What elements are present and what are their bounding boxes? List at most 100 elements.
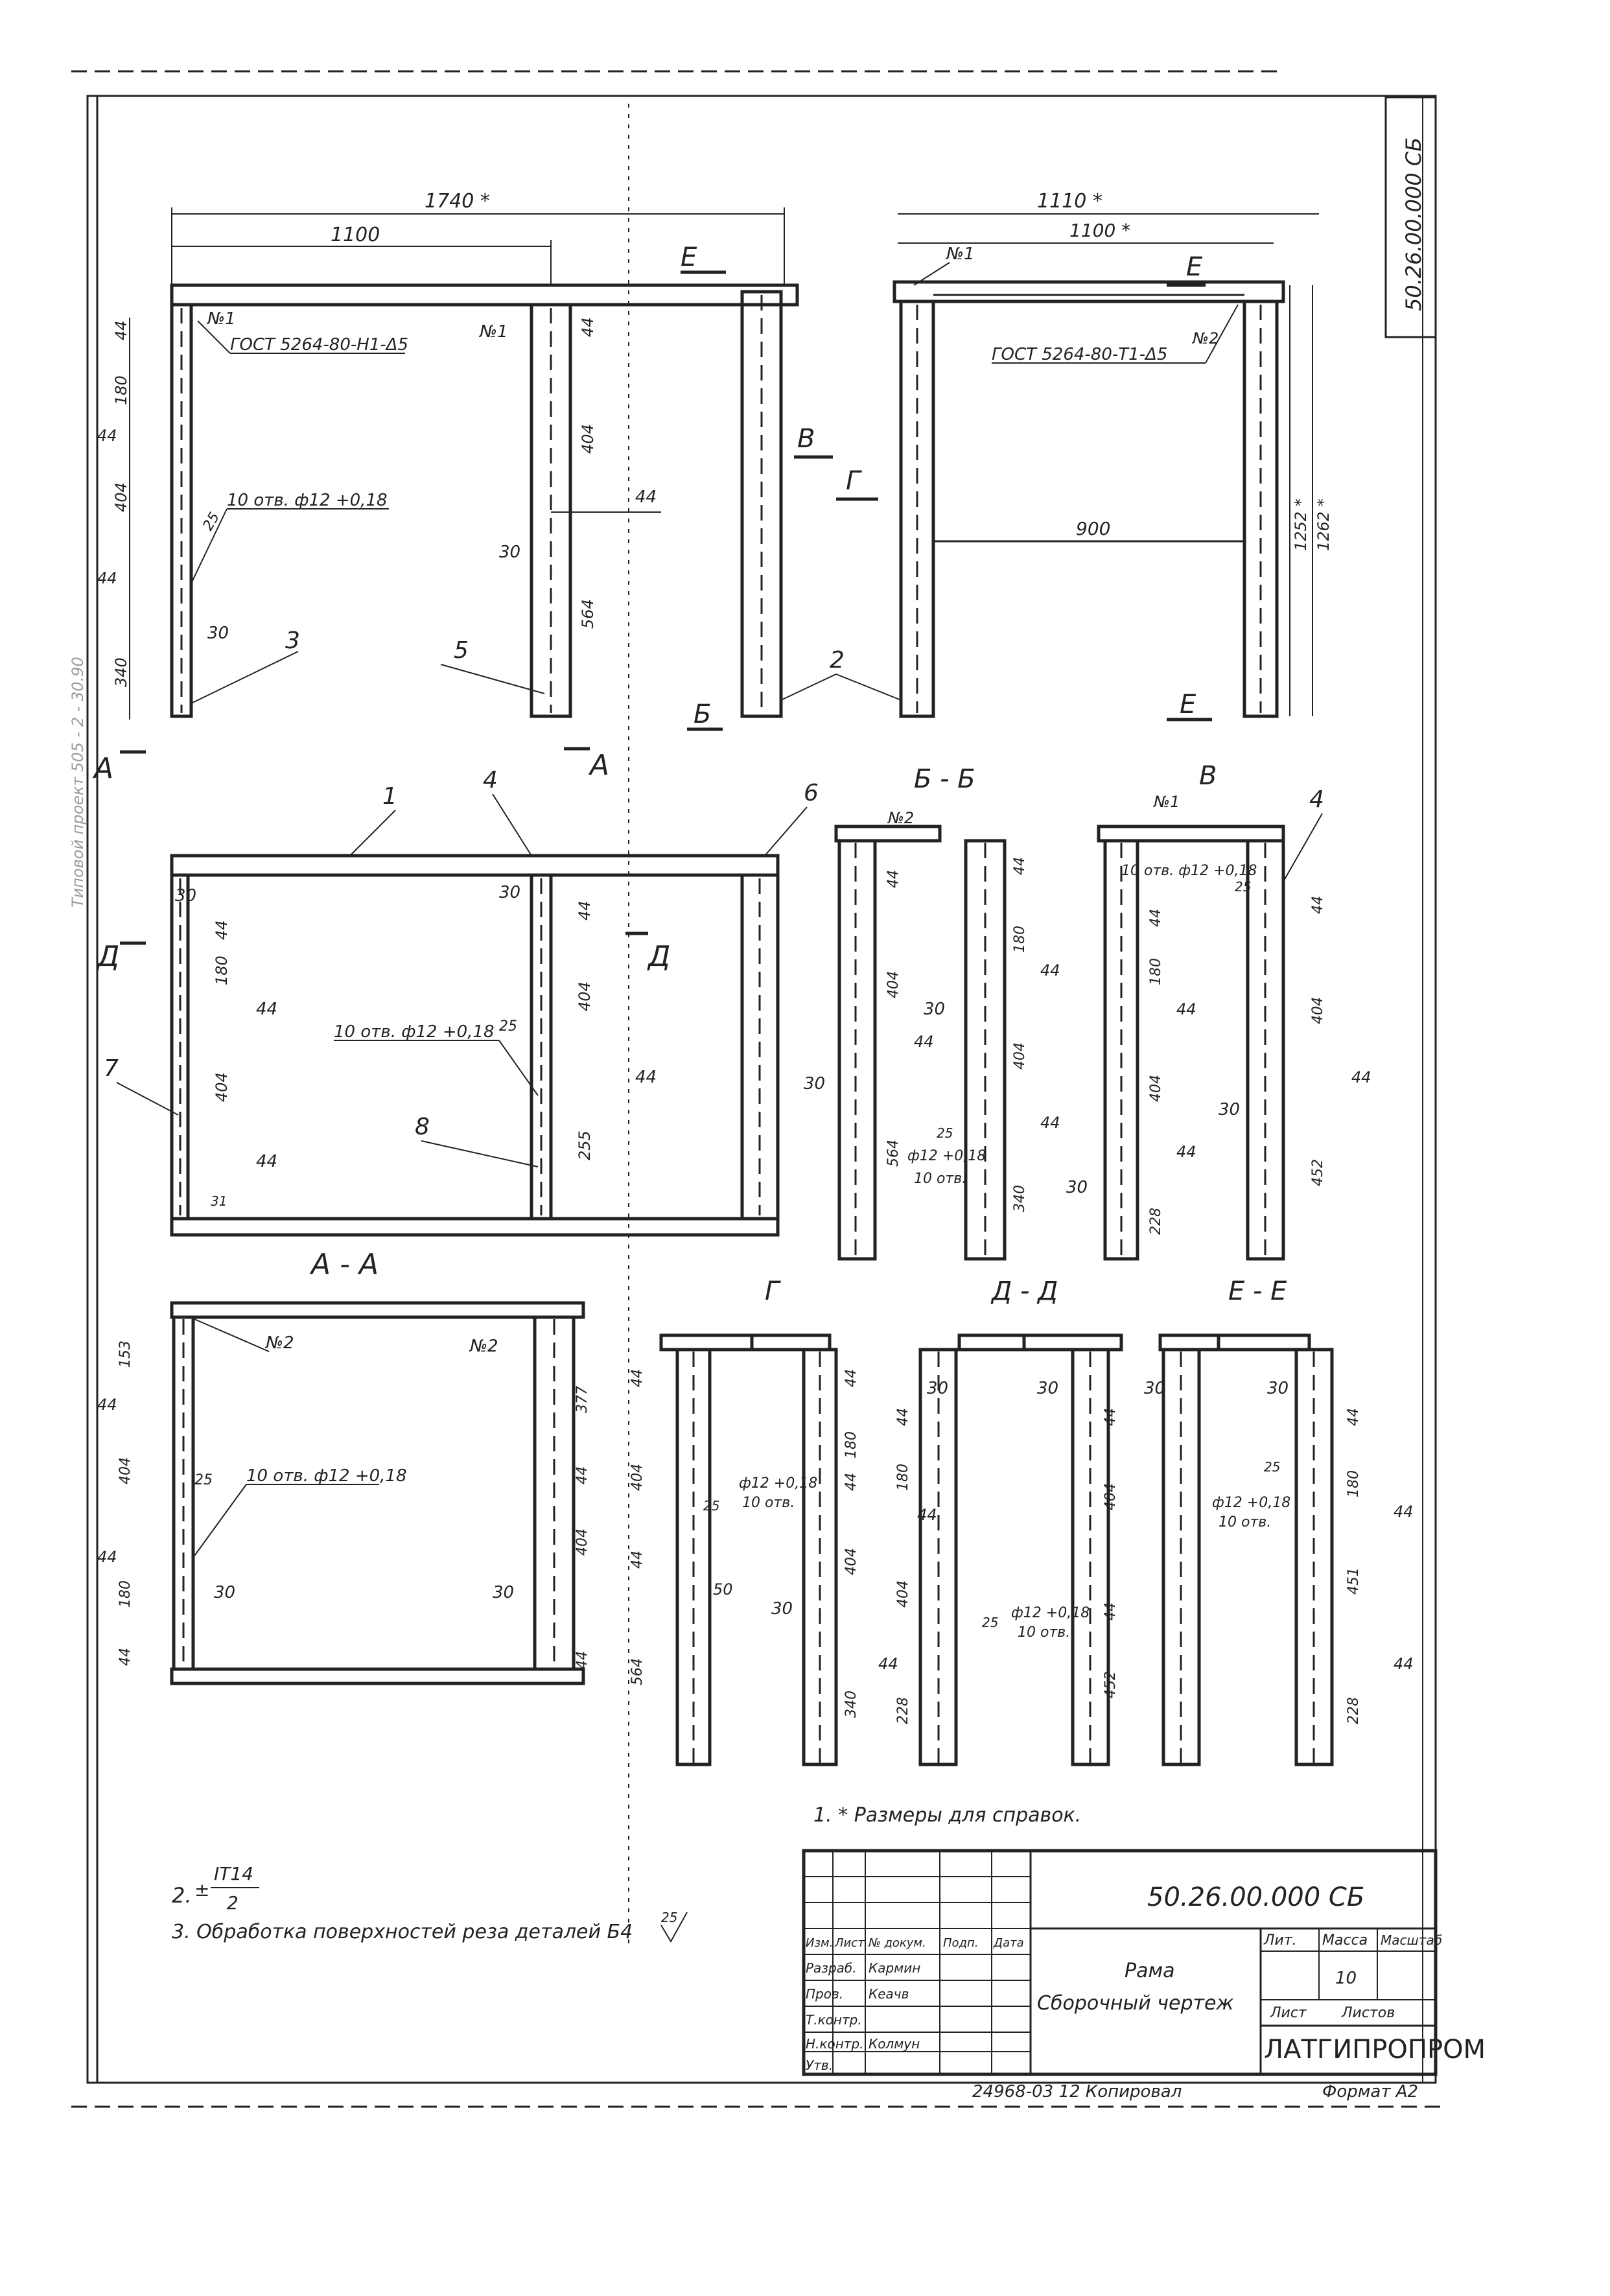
side-project-label: Типовой проект 505 - 2 - 30.90 — [69, 657, 87, 908]
tb-col-date: Дата — [993, 1936, 1024, 1950]
plan-l30: 30 — [175, 886, 196, 906]
ee-r451: 451 — [1346, 1567, 1362, 1595]
aa-holes: 10 отв. ф12 +0,18 — [246, 1466, 407, 1486]
dim-1740: 1740 * — [425, 190, 490, 213]
bb-w30: 30 — [924, 1000, 945, 1019]
g-l44: 44 — [629, 1369, 646, 1387]
g-l50: 50 — [713, 1580, 733, 1599]
ee-r228: 228 — [1346, 1697, 1362, 1724]
dim-r404: 404 — [579, 424, 597, 454]
section-a-left: А — [92, 752, 113, 785]
plan-r44: 44 — [576, 900, 594, 920]
bb-w44b: 44 — [1040, 961, 1060, 979]
ee-r30: 30 — [1267, 1379, 1289, 1398]
v-weld: №1 — [1152, 793, 1180, 811]
aa-l153: 153 — [117, 1341, 134, 1368]
view-v-marker: В — [797, 424, 815, 454]
g-r180: 180 — [843, 1431, 859, 1458]
plan-r404: 404 — [576, 981, 594, 1011]
section-dd: Д - Д 30 44 180 44 404 44 228 30 44 404 … — [878, 1276, 1123, 1766]
bb-d25: 25 — [937, 1125, 953, 1141]
aa-d25: 25 — [194, 1472, 213, 1488]
tb-row-nkontr-name: Колмун — [869, 2036, 920, 2052]
v-pos4: 4 — [1309, 786, 1324, 813]
v-r404: 404 — [1310, 997, 1326, 1024]
tb-subtitle: Сборочный чертеж — [1037, 1992, 1233, 2015]
bb-v564: 564 — [885, 1140, 902, 1167]
pos-6: 6 — [804, 780, 819, 806]
main-view: 1740 * 1100 Е 44 180 44 404 44 340 30 25… — [92, 190, 878, 785]
bb-holes: ф12 +0,18 — [907, 1148, 986, 1164]
bb-w44c: 44 — [1040, 1114, 1060, 1132]
dim-l44a: 44 — [112, 320, 130, 340]
note-3: 3. Обработка поверхностей реза деталей Б… — [172, 1921, 633, 1943]
roughness-symbol-icon — [660, 1912, 688, 1943]
v-l44c: 44 — [1176, 1143, 1196, 1161]
tb-row-izm: Изм. — [806, 1936, 833, 1950]
v-r452: 452 — [1310, 1159, 1326, 1186]
v-title: В — [1199, 761, 1217, 791]
sheet-frame — [71, 70, 1445, 2108]
gost-label-side: ГОСТ 5264-80-Т1-Δ5 — [992, 345, 1167, 364]
g-holes2: 10 отв. — [742, 1495, 795, 1511]
tb-scale: Масштаб — [1381, 1932, 1442, 1948]
v-l30: 30 — [1066, 1178, 1088, 1197]
gost-label: ГОСТ 5264-80-Н1-Δ5 — [230, 335, 408, 355]
bb-v404: 404 — [885, 971, 902, 998]
section-d-right: Д — [647, 940, 670, 973]
bb-w404: 404 — [1012, 1042, 1028, 1070]
aa-r30: 30 — [493, 1583, 514, 1602]
dim-l340: 340 — [112, 657, 130, 687]
ee-r180: 180 — [1346, 1470, 1362, 1497]
tb-row-prov: Пров. — [806, 1986, 843, 2002]
ee-r44b: 44 — [1394, 1503, 1414, 1521]
section-a-right: А — [588, 749, 609, 782]
tb-row-razrab-name: Кармин — [869, 1960, 920, 1976]
aa-l44: 44 — [97, 1396, 117, 1414]
dd-l228: 228 — [895, 1697, 911, 1724]
v-l180: 180 — [1148, 958, 1164, 985]
v-l44b: 44 — [1176, 1000, 1196, 1018]
dd-d25: 25 — [982, 1615, 998, 1630]
section-bb: Б - Б №2 44 404 44 30 564 44 180 44 30 4… — [804, 764, 1060, 1261]
g-r30: 30 — [771, 1599, 793, 1619]
pos-7: 7 — [104, 1055, 119, 1082]
dim-l44c: 44 — [97, 569, 117, 587]
ee-holes: ф12 +0,18 — [1212, 1495, 1290, 1511]
section-e-marker: Е — [681, 242, 697, 272]
ee-l30: 30 — [1144, 1379, 1165, 1398]
tb-row-list: Лист — [834, 1936, 865, 1950]
g-l404: 404 — [629, 1464, 646, 1491]
tb-row-utv: Утв. — [806, 2057, 833, 2073]
dim-l180: 180 — [112, 375, 130, 405]
plan-title: А - А — [309, 1248, 379, 1281]
plan-l404: 404 — [213, 1072, 231, 1102]
dim-r564: 564 — [579, 599, 597, 629]
tb-code: 50.26.00.000 СБ — [1147, 1882, 1364, 1912]
v-l404: 404 — [1148, 1075, 1164, 1102]
tb-row-sign: Подп. — [943, 1936, 978, 1950]
pos-8: 8 — [415, 1114, 430, 1140]
plan-l44: 44 — [213, 920, 231, 940]
tb-row-doc: № докум. — [868, 1936, 926, 1950]
bb-w44: 44 — [1012, 857, 1028, 875]
view-v: В №1 4 10 отв. ф12 +0,18 25 44 180 44 40… — [1066, 761, 1371, 1261]
plan-view: 1 4 6 7 8 Д Д 10 отв. ф12 +0,18 25 30 44… — [96, 767, 819, 1281]
vertical-code: 50.26.00.000 СБ — [1401, 137, 1426, 311]
g-l44b: 44 — [629, 1551, 646, 1569]
title-block: 50.26.00.000 СБ Рама Сборочный чертеж Ли… — [802, 1849, 1486, 2102]
bb-w340: 340 — [1012, 1185, 1028, 1212]
dd-holes: ф12 +0,18 — [1011, 1605, 1090, 1621]
dd-l44: 44 — [895, 1408, 911, 1426]
v-r44: 44 — [1310, 896, 1326, 914]
dd-r44: 44 — [1102, 1408, 1119, 1426]
view-g: Г 44 404 44 564 50 25 ф12 +0,18 10 отв. … — [629, 1276, 859, 1766]
bb-w180: 180 — [1012, 926, 1028, 953]
vertical-code-box: 50.26.00.000 СБ — [1384, 96, 1437, 338]
ee-title: Е - Е — [1228, 1276, 1287, 1306]
ee-r44c: 44 — [1394, 1655, 1414, 1673]
ee-r44: 44 — [1346, 1408, 1362, 1426]
dd-l180: 180 — [895, 1464, 911, 1491]
dim-r30: 30 — [499, 543, 520, 562]
